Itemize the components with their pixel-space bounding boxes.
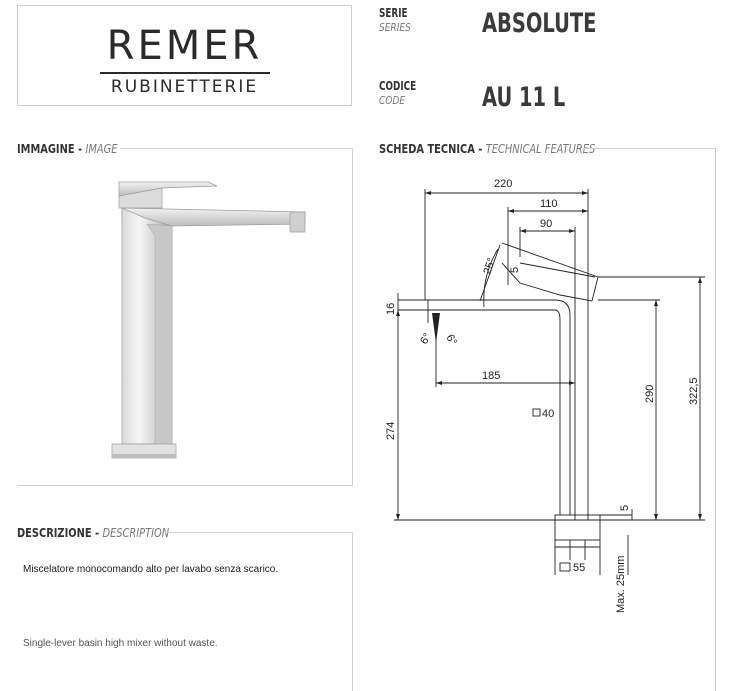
dim-5-lever: 5 xyxy=(509,267,521,273)
dim-90: 90 xyxy=(540,218,552,230)
brand-name: REMER xyxy=(106,23,263,69)
dim-220: 220 xyxy=(494,178,512,190)
tech-title-rule xyxy=(583,148,716,149)
dim-max-25mm: Max. 25mm xyxy=(615,556,627,613)
image-title-rule xyxy=(120,148,353,149)
image-right-border xyxy=(352,148,353,486)
dim-16: 16 xyxy=(385,303,397,315)
tech-section-title: SCHEDA TECNICA - TECHNICAL FEATURES xyxy=(379,142,596,156)
technical-drawing: 220 110 90 25° 5 16 6° 6° 185 290 322,5 … xyxy=(385,178,705,613)
codice-value: AU 11 L xyxy=(482,82,566,113)
serie-label-en: SERIES xyxy=(379,21,411,34)
dim-6deg-right: 6° xyxy=(443,333,459,348)
dim-274: 274 xyxy=(385,422,397,440)
dim-5-base: 5 xyxy=(619,505,631,511)
desc-section-title: DESCRIZIONE - DESCRIPTION xyxy=(17,526,170,540)
dim-322-5: 322,5 xyxy=(688,377,700,405)
codice-label-en: CODE xyxy=(379,94,406,107)
dim-185: 185 xyxy=(482,370,500,382)
desc-title-rule xyxy=(165,532,353,533)
dim-6deg-left: 6° xyxy=(418,331,434,346)
dim-55: 55 xyxy=(573,562,585,574)
desc-right-border xyxy=(352,532,353,691)
dim-40: 40 xyxy=(542,408,554,420)
dim-25deg: 25° xyxy=(481,256,498,276)
description-it: Miscelatore monocomando alto per lavabo … xyxy=(23,564,279,575)
description-en: Single-lever basin high mixer without wa… xyxy=(23,638,218,649)
brand-rule xyxy=(100,72,270,74)
logo-box: REMER RUBINETTERIE xyxy=(17,5,352,106)
brand-subtitle: RUBINETTERIE xyxy=(110,77,259,97)
image-bottom-border xyxy=(17,485,353,486)
faucet-image xyxy=(111,181,306,459)
serie-label: SERIE xyxy=(379,6,408,20)
image-section-title: IMMAGINE - IMAGE xyxy=(17,142,118,156)
dim-290: 290 xyxy=(644,385,656,403)
serie-value: ABSOLUTE xyxy=(482,8,597,39)
dim-110: 110 xyxy=(540,198,558,210)
codice-label: CODICE xyxy=(379,79,417,93)
tech-right-border xyxy=(715,148,716,691)
